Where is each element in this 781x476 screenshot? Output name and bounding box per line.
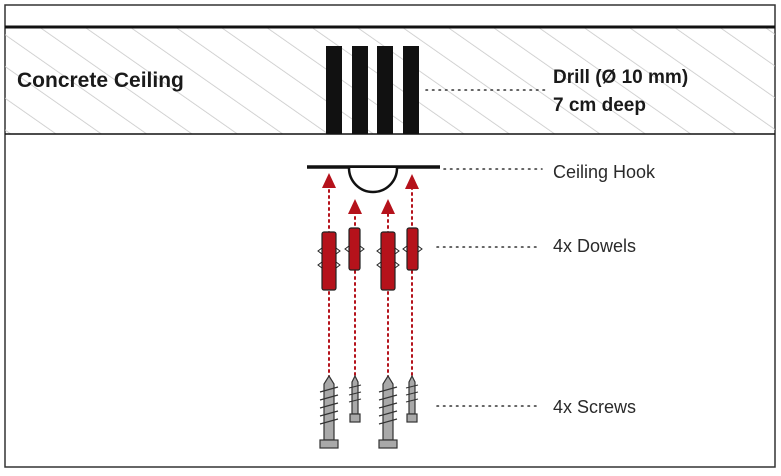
drill-holes bbox=[326, 46, 419, 134]
drill-label-line1: Drill (Ø 10 mm) bbox=[553, 67, 688, 88]
ceiling-label: Concrete Ceiling bbox=[17, 69, 184, 92]
arrow-up-icon bbox=[405, 174, 419, 376]
screws-label: 4x Screws bbox=[553, 397, 636, 417]
drill-hole bbox=[377, 46, 393, 134]
dowel-icon bbox=[344, 227, 365, 271]
hook-label: Ceiling Hook bbox=[553, 162, 656, 182]
screw-icon bbox=[348, 374, 362, 423]
drill-hole bbox=[352, 46, 368, 134]
dowels-label: 4x Dowels bbox=[553, 236, 636, 256]
dowels bbox=[317, 227, 423, 291]
drill-hole bbox=[326, 46, 342, 134]
ceiling-hook-icon bbox=[307, 165, 440, 194]
screw-icon bbox=[378, 374, 398, 449]
dowel-icon bbox=[317, 231, 341, 291]
screw-icon bbox=[319, 374, 339, 449]
arrow-up-icon bbox=[348, 199, 362, 376]
drill-label-line2: 7 cm deep bbox=[553, 95, 646, 116]
screw-icon bbox=[405, 374, 419, 423]
dowel-icon bbox=[402, 227, 423, 271]
dowel-icon bbox=[376, 231, 400, 291]
screws bbox=[319, 374, 419, 449]
drill-hole bbox=[403, 46, 419, 134]
